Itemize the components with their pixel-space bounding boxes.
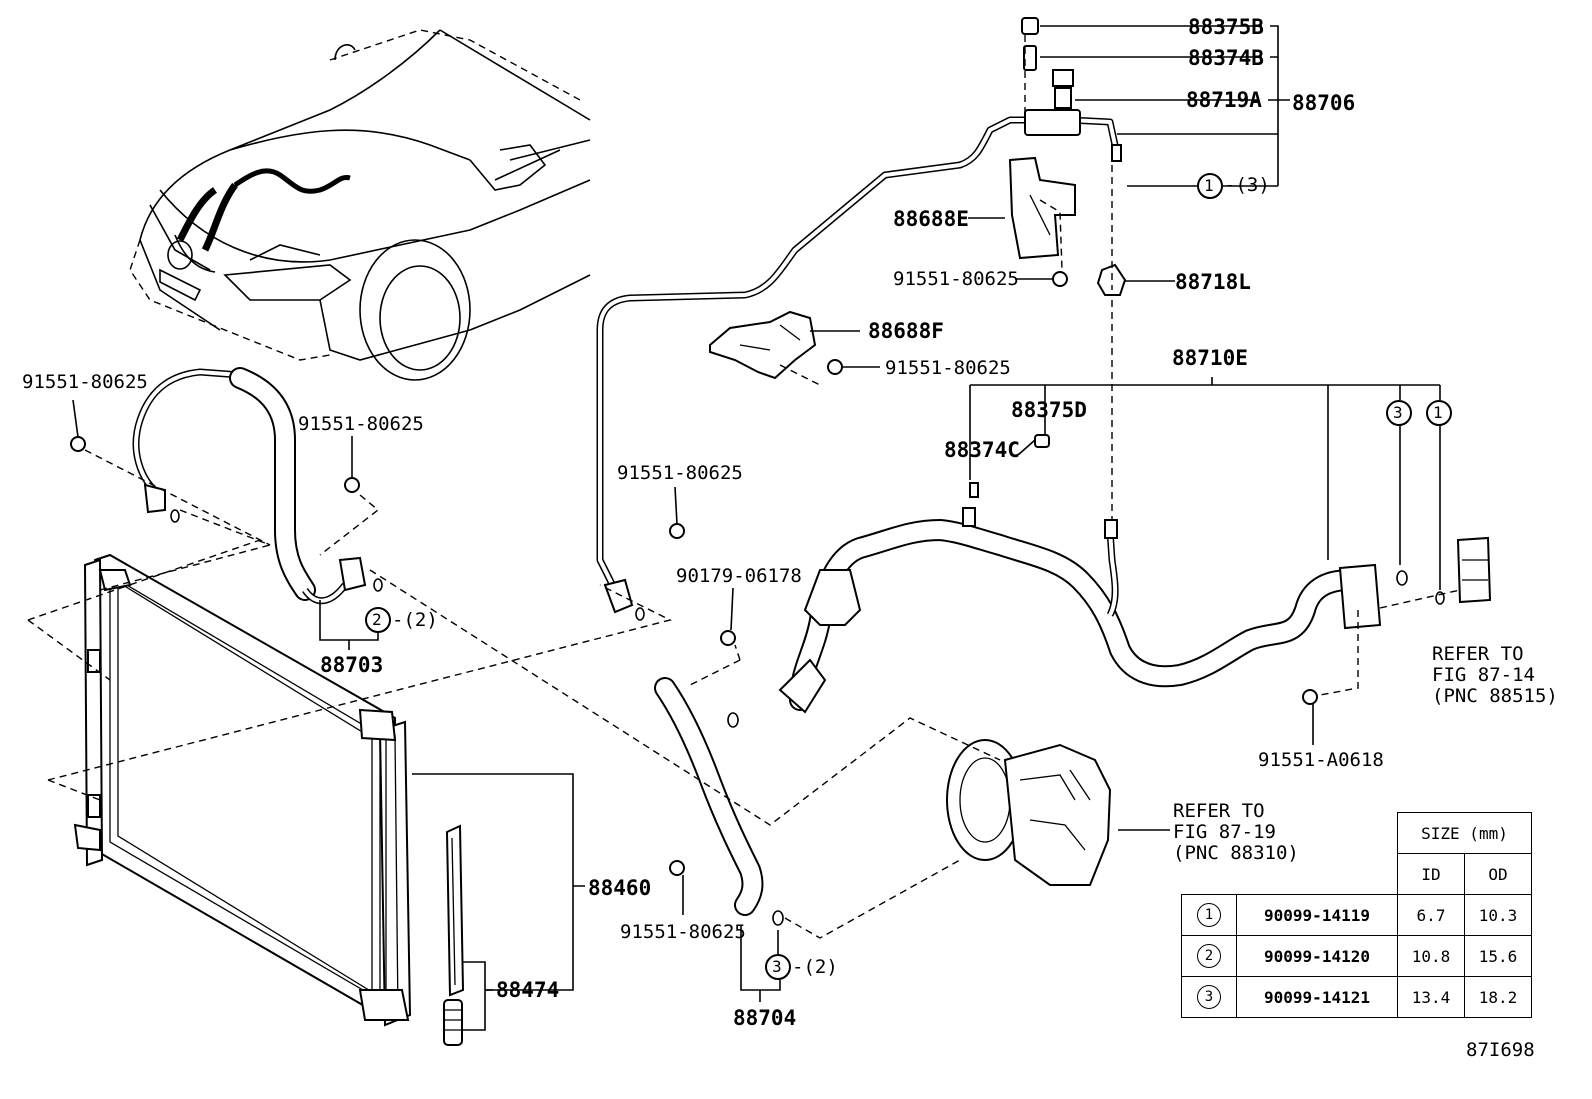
label-88688E[interactable]: 88688E [893, 207, 969, 231]
table-header-row: SIZE (mm) [1182, 812, 1532, 854]
size-header: SIZE (mm) [1397, 812, 1532, 854]
circle-1-text: 1 [1204, 176, 1214, 195]
part-number-cell[interactable]: 90099-14119 [1236, 894, 1398, 936]
dryer-element [443, 824, 465, 1046]
label-bolt-80625-e[interactable]: 91551-80625 [617, 462, 743, 484]
label-bolt-80625-d[interactable]: 91551-80625 [298, 413, 424, 435]
od-cell: 15.6 [1464, 935, 1532, 977]
hose-88704 [70, 436, 784, 926]
label-88375B[interactable]: 88375B [1188, 15, 1264, 39]
label-88374B[interactable]: 88374B [1188, 46, 1264, 70]
label-bolt-80625-b[interactable]: 91551-80625 [885, 357, 1011, 379]
table-subheader-row: ID OD [1182, 853, 1532, 895]
qty-2b-label: -(2) [792, 956, 838, 978]
id-header: ID [1397, 853, 1465, 895]
label-88375D[interactable]: 88375D [1011, 398, 1087, 422]
liquid-tube [596, 109, 1122, 621]
refer-1-line-2: FIG 87-14 [1432, 664, 1535, 686]
discharge-hose-assembly [132, 367, 383, 605]
installation-lines [27, 35, 1461, 939]
key-circle: 1 [1197, 903, 1221, 927]
label-bolt-A0618[interactable]: 91551-A0618 [1258, 749, 1384, 771]
qty-3-label: -(3) [1224, 174, 1270, 196]
label-bolt-80625-f[interactable]: 91551-80625 [620, 921, 746, 943]
label-88719A[interactable]: 88719A [1186, 88, 1262, 112]
part-number-cell[interactable]: 90099-14121 [1236, 976, 1398, 1018]
suction-hose-assembly [778, 434, 1445, 714]
refer-1-line-1: REFER TO [1432, 643, 1524, 665]
label-88460[interactable]: 88460 [588, 876, 651, 900]
bracket-88688f [709, 310, 843, 380]
label-88706[interactable]: 88706 [1292, 91, 1355, 115]
label-bolt-80625-c[interactable]: 91551-80625 [22, 371, 148, 393]
id-cell: 10.8 [1397, 935, 1465, 977]
circle-2-text: 2 [372, 610, 382, 629]
refer-2-line-2: FIG 87-19 [1173, 821, 1276, 843]
id-cell: 13.4 [1397, 976, 1465, 1018]
o-ring-size-table: SIZE (mm) ID OD 1 90099-14119 6.7 10.3 2… [1181, 812, 1532, 1018]
condenser-assembly [73, 553, 412, 1027]
label-bolt-80625-a[interactable]: 91551-80625 [893, 268, 1019, 290]
label-nut-06178[interactable]: 90179-06178 [676, 565, 802, 587]
od-cell: 18.2 [1464, 976, 1532, 1018]
circle-3-text-b: 3 [772, 957, 782, 976]
charge-valve-parts [1021, 17, 1074, 109]
bracket-88688e [1008, 156, 1076, 287]
refer-2-line-3: (PNC 88310) [1173, 842, 1299, 864]
key-circle: 3 [1197, 985, 1221, 1009]
label-88710E[interactable]: 88710E [1172, 346, 1248, 370]
label-88474[interactable]: 88474 [496, 978, 559, 1002]
label-88704[interactable]: 88704 [733, 1006, 796, 1030]
label-88703[interactable]: 88703 [320, 653, 383, 677]
circle-1-text-b: 1 [1433, 403, 1443, 422]
label-88374C[interactable]: 88374C [944, 438, 1020, 462]
refer-1-line-3: (PNC 88515) [1432, 685, 1558, 707]
label-88688F[interactable]: 88688F [868, 319, 944, 343]
refer-2-line-1: REFER TO [1173, 800, 1265, 822]
table-row: 1 90099-14119 6.7 10.3 [1181, 894, 1532, 936]
id-cell: 6.7 [1397, 894, 1465, 936]
label-88718L[interactable]: 88718L [1175, 270, 1251, 294]
expansion-valve [1456, 536, 1492, 604]
leader-lines [72, 25, 1441, 1031]
vehicle-illustration [129, 29, 591, 381]
qty-2a-label: -(2) [392, 609, 438, 631]
key-circle: 2 [1197, 944, 1221, 968]
circle-3-text-a: 3 [1393, 403, 1403, 422]
labels: 88375B 88374B 88719A 88706 1 -(3) 88688E… [22, 15, 1558, 1061]
od-header: OD [1464, 853, 1532, 895]
circle-keys [365, 173, 1452, 980]
table-row: 3 90099-14121 13.4 18.2 [1181, 976, 1532, 1018]
part-number-cell[interactable]: 90099-14120 [1236, 935, 1398, 977]
od-cell: 10.3 [1464, 894, 1532, 936]
figure-code: 87I698 [1466, 1039, 1535, 1061]
compressor [946, 739, 1112, 886]
table-row: 2 90099-14120 10.8 15.6 [1181, 935, 1532, 977]
